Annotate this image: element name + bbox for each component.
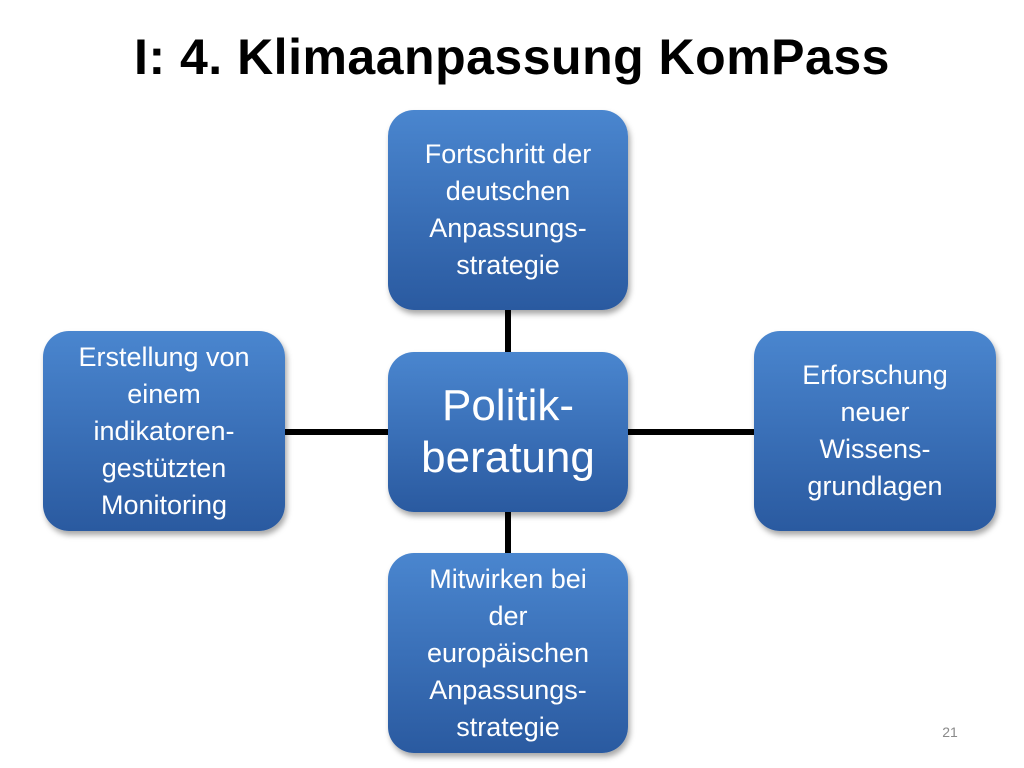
node-line: Anpassungs- (429, 213, 587, 243)
node-line: der (488, 600, 528, 631)
node-line: strategie (456, 711, 560, 742)
node-line: deutschen (445, 176, 571, 206)
node-line: grundlagen (807, 471, 943, 501)
node-mitwirken: Mitwirken bei der europäischen Anpassung… (388, 553, 628, 753)
node-line: indikatoren- (93, 415, 235, 446)
slide-title: I: 4. Klimaanpassung KomPass (134, 29, 890, 85)
node-line: Wissens- (819, 434, 931, 464)
node-line: Anpassungs- (429, 674, 587, 705)
node-line: beratung (421, 433, 595, 482)
node-erstellung: Erstellung von einem indikatoren- gestüt… (43, 331, 285, 531)
node-fortschritt: Fortschritt der deutschen Anpassungs- st… (388, 110, 628, 310)
node-line: neuer (840, 397, 910, 427)
node-line: Fortschritt der (424, 139, 592, 169)
node-line: gestützten (101, 452, 227, 483)
page-number: 21 (942, 724, 958, 740)
node-erforschung: Erforschung neuer Wissens- grundlagen (754, 331, 996, 531)
node-line: Monitoring (100, 489, 228, 520)
node-line: Erstellung von (78, 341, 250, 372)
node-line: europäischen (426, 637, 590, 668)
node-line: Erforschung (802, 360, 948, 390)
node-line: strategie (456, 250, 560, 280)
node-politikberatung: Politik- beratung (388, 352, 628, 512)
node-line: Politik- (441, 381, 574, 430)
node-line: Mitwirken bei (429, 563, 587, 594)
node-line: einem (127, 378, 201, 409)
